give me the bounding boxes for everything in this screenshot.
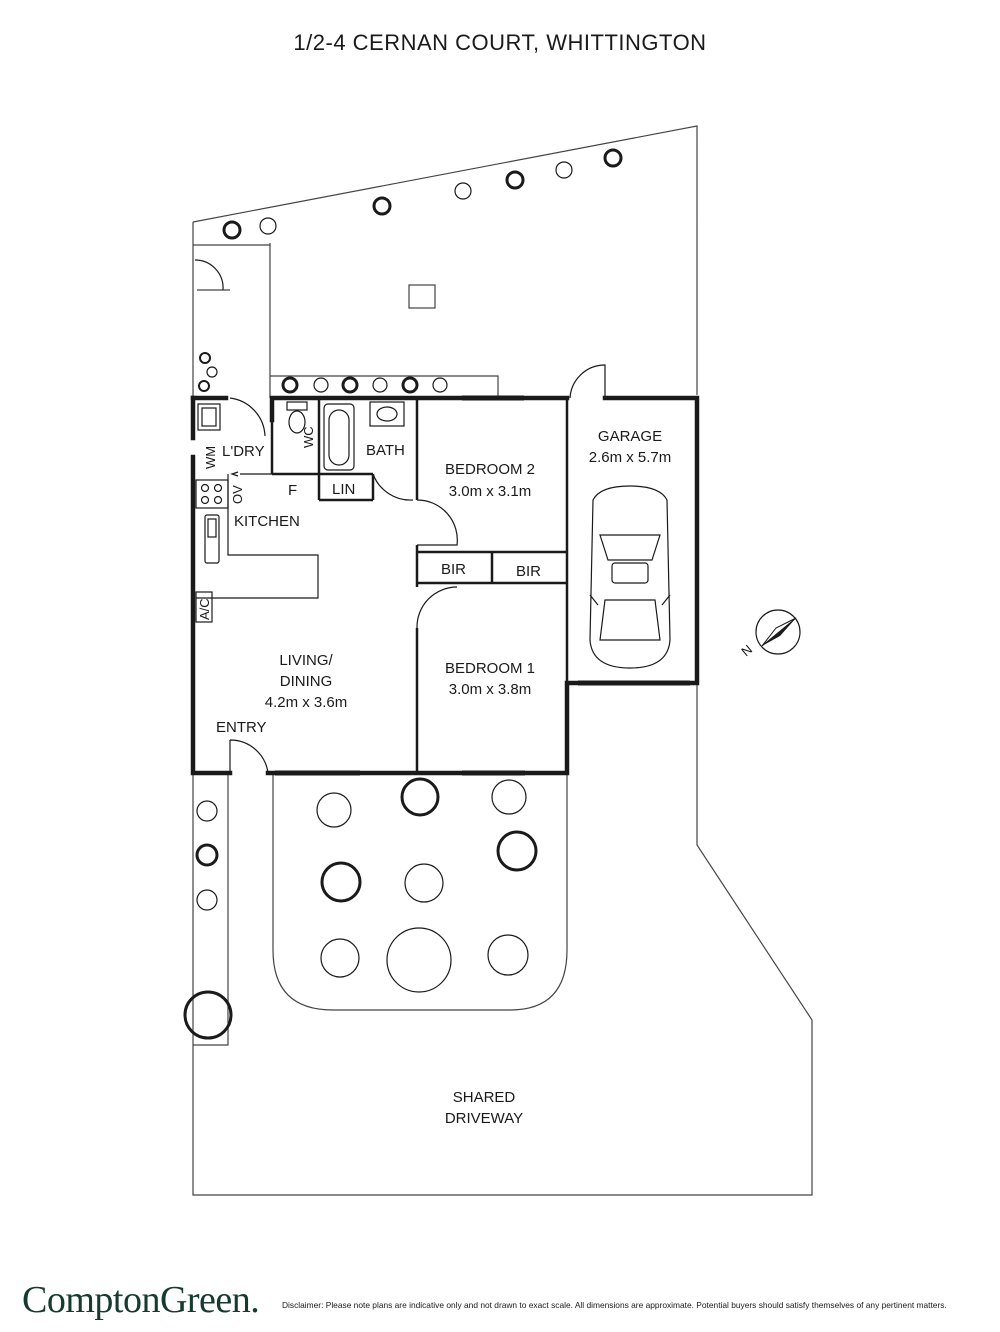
garage-size: 2.6m x 5.7m — [589, 449, 672, 466]
floor-plan: N L'DRY WM WC BATH LIN F OV KITCHEN A/C … — [183, 125, 813, 1196]
trees — [183, 148, 623, 1040]
windows — [275, 395, 690, 776]
bedroom2-name: BEDROOM 2 — [445, 461, 535, 478]
bath-label: BATH — [366, 442, 405, 459]
doors — [194, 259, 606, 774]
courtyard-feature — [408, 284, 436, 309]
brand-logo: ComptonGreen. — [22, 1279, 260, 1321]
entry-label: ENTRY — [216, 719, 267, 736]
disclaimer-text: Disclaimer: Please note plans are indica… — [282, 1300, 947, 1310]
ac-label: A/C — [197, 598, 212, 620]
interior-walls — [270, 398, 569, 773]
living-name-1: LIVING/ — [279, 652, 333, 669]
fixtures — [195, 401, 405, 623]
room-labels: L'DRY WM WC BATH LIN F OV KITCHEN A/C BI… — [197, 426, 671, 1127]
bedroom1-name: BEDROOM 1 — [445, 660, 535, 677]
compass-north-label: N — [738, 642, 755, 660]
washing-machine-label: WM — [203, 446, 218, 469]
linen-label: LIN — [332, 481, 355, 498]
compass: N — [738, 609, 801, 660]
oven-label: OV — [230, 485, 245, 504]
page-title: 1/2-4 CERNAN COURT, WHITTINGTON — [293, 30, 707, 55]
bedroom1-size: 3.0m x 3.8m — [449, 681, 532, 698]
garage-name: GARAGE — [598, 428, 662, 445]
bir-label-1: BIR — [441, 561, 466, 578]
fridge-label: F — [288, 482, 297, 499]
bir-label-2: BIR — [516, 563, 541, 580]
driveway-label-2: DRIVEWAY — [445, 1110, 523, 1127]
driveway-label-1: SHARED — [453, 1089, 516, 1106]
laundry-label: L'DRY — [222, 443, 265, 460]
wc-label: WC — [301, 426, 316, 448]
car-outline — [589, 485, 671, 669]
living-size: 4.2m x 3.6m — [265, 694, 348, 711]
kitchen-label: KITCHEN — [234, 513, 300, 530]
exterior-walls — [190, 395, 700, 776]
living-name-2: DINING — [280, 673, 333, 690]
bedroom2-size: 3.0m x 3.1m — [449, 483, 532, 500]
